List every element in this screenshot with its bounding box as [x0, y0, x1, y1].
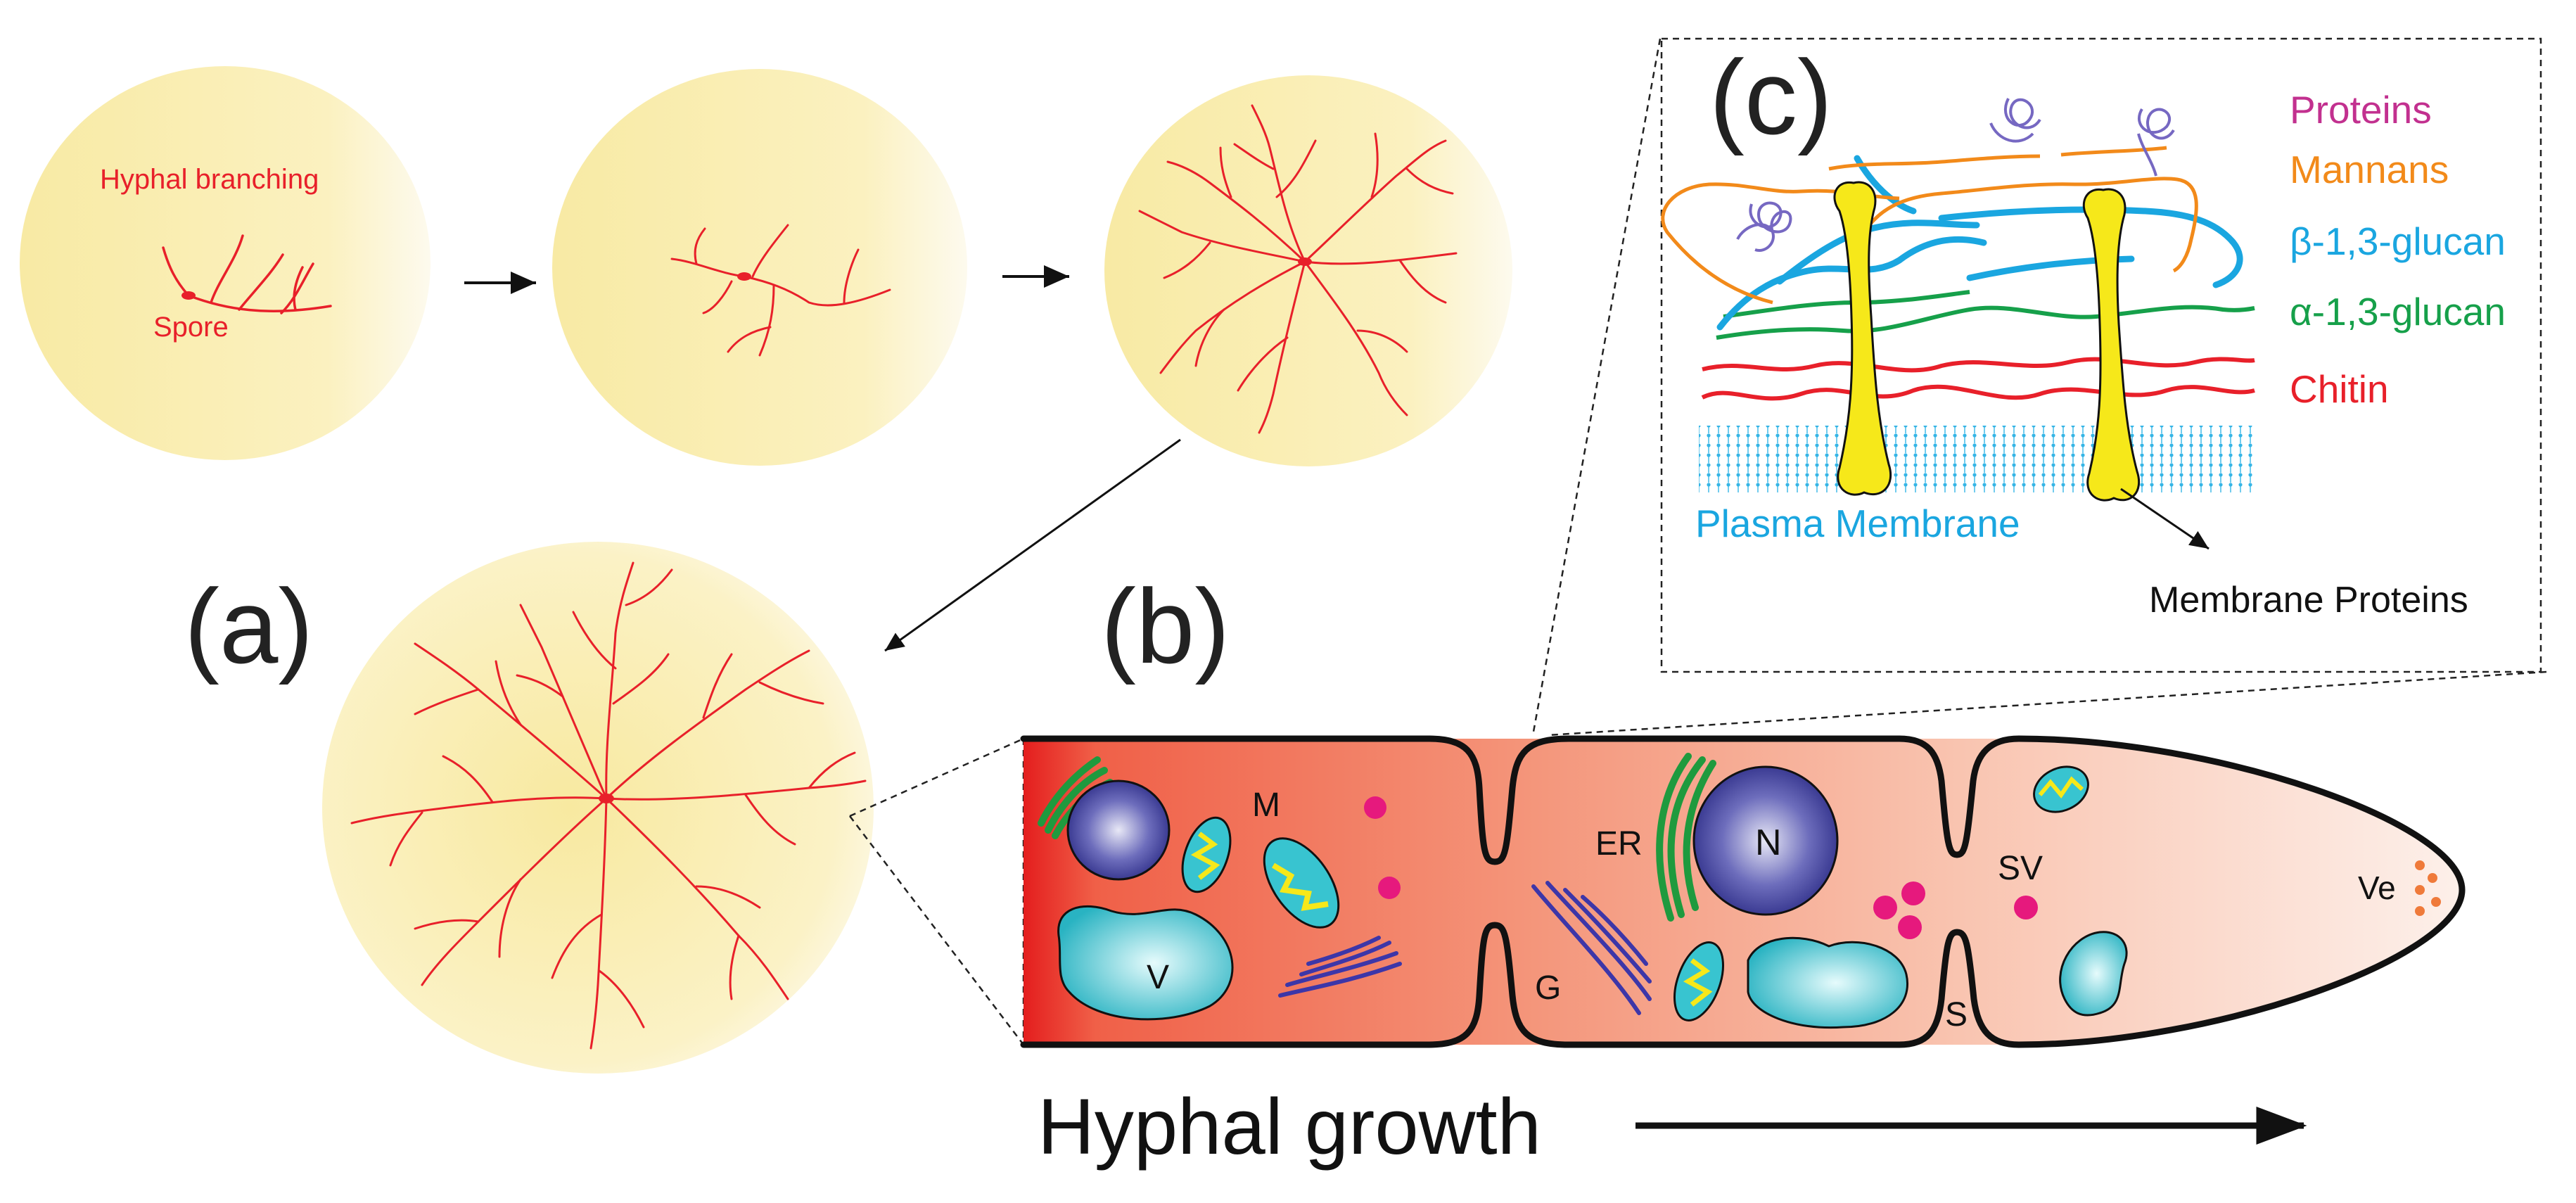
colony-stage-2 — [552, 69, 967, 466]
mitochondrion-4 — [2033, 765, 2089, 813]
legend-chitin: Chitin — [2290, 367, 2389, 411]
colony-mature — [322, 542, 874, 1074]
plasma-membrane — [1699, 426, 2258, 492]
er-middle — [1656, 753, 1716, 922]
vesicle — [1378, 877, 1401, 899]
membrane-proteins-label: Membrane Proteins — [2149, 580, 2468, 620]
secretory-vesicle-cluster — [1873, 881, 1925, 939]
nucleus-label: N — [1755, 822, 1782, 863]
colony-stage-3 — [1104, 75, 1512, 466]
nucleus-left — [1066, 779, 1171, 881]
er-label: ER — [1595, 825, 1643, 863]
panel-b-label: (b) — [1101, 567, 1230, 685]
cell-wall-outline — [1020, 735, 2466, 1048]
vesicle — [1364, 796, 1386, 819]
zoom-lines-c — [1532, 38, 2547, 737]
panel-c-label: (c) — [1709, 38, 1832, 156]
protein-coils — [1736, 98, 2175, 252]
secretory-vesicle — [2014, 896, 2038, 919]
hyphal-branching-label: Hyphal branching — [100, 164, 319, 195]
vacuole-right — [2059, 931, 2128, 1017]
plasma-membrane-label: Plasma Membrane — [1695, 502, 2020, 545]
alpha-glucan-layer — [1716, 290, 2255, 340]
wall-legend: Proteins Mannans β-1,3-glucan α-1,3-gluc… — [2290, 88, 2506, 411]
hypha-cell: V M ER N — [1020, 735, 2466, 1048]
nucleus-middle — [1692, 765, 1839, 916]
spore-label: Spore — [153, 312, 229, 343]
zoom-lines-b — [849, 737, 1025, 1045]
legend-alpha-glucan: α-1,3-glucan — [2290, 290, 2506, 333]
hyphal-growth-caption: Hyphal growth — [1038, 1083, 1541, 1171]
mitochondria-label: M — [1252, 787, 1280, 824]
golgi-label: G — [1535, 969, 1561, 1007]
membrane-protein-left — [1833, 181, 1892, 496]
mitochondrion-3 — [1673, 941, 1724, 1021]
colony-stage-1: Hyphal branching Spore — [20, 66, 431, 460]
chitin-layer — [1701, 357, 2255, 401]
spore — [181, 291, 196, 300]
golgi-middle — [1531, 881, 1652, 1015]
hyphae-stage-3 — [1138, 104, 1458, 434]
panel-a-label: (a) — [184, 567, 313, 685]
legend-mannans: Mannans — [2290, 148, 2449, 191]
hyphae-stage-2 — [670, 224, 891, 357]
vacuole-label: V — [1147, 959, 1169, 996]
vesicles-label: Ve — [2358, 870, 2396, 906]
septum-label: S — [1945, 996, 1968, 1033]
legend-proteins: Proteins — [2290, 88, 2432, 132]
vacuole-left — [1057, 905, 1234, 1021]
golgi-left — [1278, 936, 1402, 998]
mitochondrion-2 — [1263, 837, 1340, 929]
membrane-protein-pointer — [2120, 488, 2210, 550]
tip-vesicles — [2415, 860, 2441, 916]
vacuole-middle — [1747, 936, 1908, 1029]
legend-beta-glucan: β-1,3-glucan — [2290, 219, 2506, 263]
hyphae-mature — [350, 561, 867, 1050]
membrane-protein-right — [2082, 188, 2141, 502]
cell-wall-diagram — [1661, 98, 2258, 550]
secretory-vesicles-label: SV — [1998, 850, 2043, 887]
arrow-3 — [884, 438, 1181, 652]
hyphae-stage-1 — [162, 234, 332, 314]
beta-glucan-layer — [1716, 155, 2243, 331]
mitochondrion-1 — [1181, 816, 1232, 893]
panel-c-frame — [1660, 37, 2542, 673]
mannan-layer — [1661, 146, 2198, 305]
